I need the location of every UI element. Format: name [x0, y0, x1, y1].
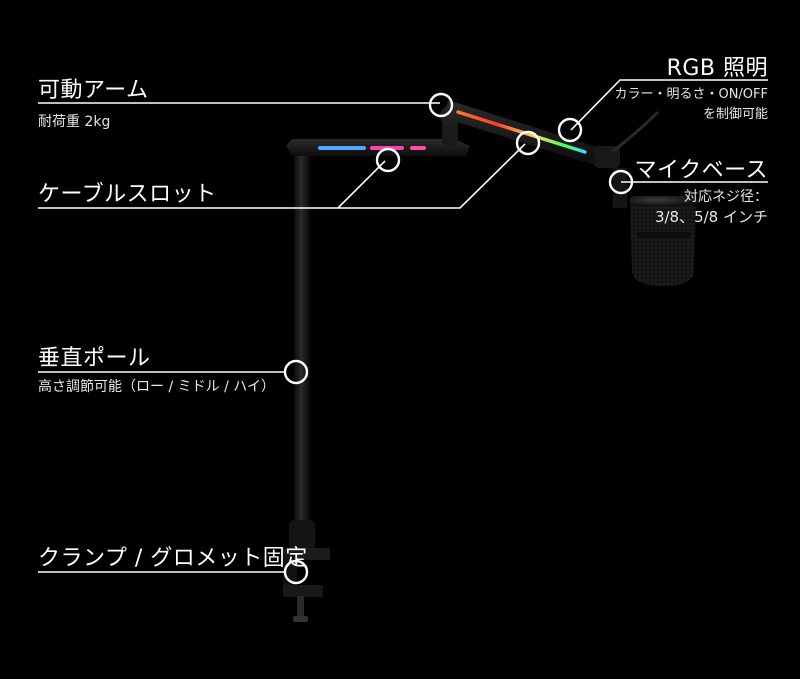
arm-title: 可動アーム — [38, 78, 149, 103]
pole-subtitle: 高さ調節可能（ロー / ミドル / ハイ） — [38, 379, 275, 395]
marker-clamp — [283, 559, 309, 585]
marker-cable-slot-1 — [375, 147, 401, 173]
rgb-subtitle-1: カラー・明るさ・ON/OFF — [614, 87, 768, 102]
marker-pole — [283, 359, 309, 385]
marker-rgb — [557, 117, 583, 143]
arm-subtitle: 耐荷重 2kg — [38, 114, 111, 130]
clamp-title: クランプ / グロメット固定 — [38, 546, 308, 571]
rgb-subtitle-2: を制御可能 — [702, 107, 768, 122]
vertical-pole — [294, 148, 310, 558]
mic-base-subtitle-2: 3/8、5/8 インチ — [654, 208, 768, 226]
rgb-title: RGB 照明 — [666, 56, 768, 81]
mic-base-subtitle-1: 対応ネジ径： — [684, 189, 768, 205]
marker-cable-slot-2 — [515, 130, 541, 156]
marker-arm — [428, 92, 454, 118]
mic-base-title: マイクベース — [634, 158, 768, 183]
pole-title: 垂直ポール — [38, 346, 151, 371]
led-blue — [318, 146, 366, 150]
cable-slot-title: ケーブルスロット — [38, 182, 217, 207]
microphone — [594, 110, 698, 286]
marker-mic-base — [608, 169, 634, 195]
